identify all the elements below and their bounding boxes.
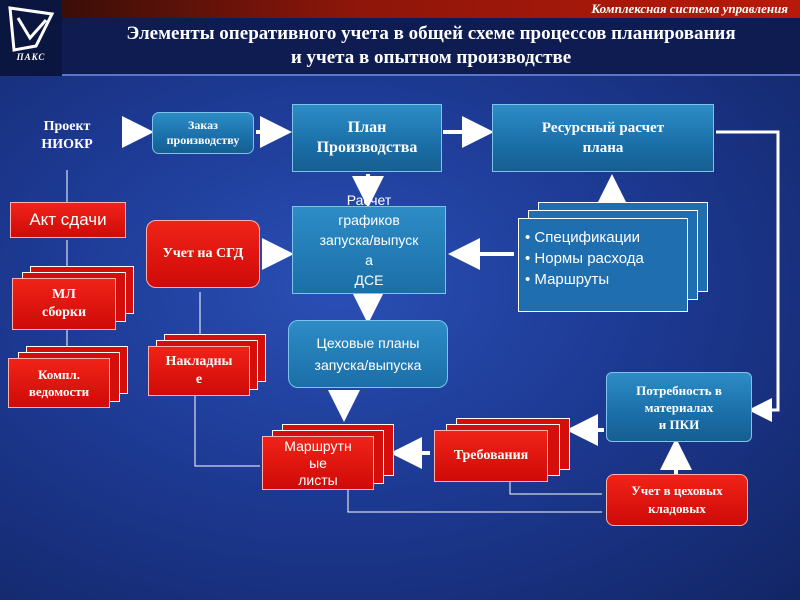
arrow-resource-to-need [716,130,780,422]
title-band [62,18,800,76]
top-strip [62,0,800,18]
treb-stack: Требования [434,430,548,482]
logo-text: ПАКС [16,52,46,62]
akt-box: Акт сдачи [10,202,126,238]
logo-icon [8,6,55,52]
specs-item: • Нормы расхода [525,250,644,267]
specs-item: • Спецификации [525,229,640,246]
title-line-1: Элементы оперативного учета в общей схем… [126,23,736,44]
route-stack: Маршрутн ые листы [262,436,374,490]
specs-item: • Маршруты [525,271,610,288]
schedule-text: Расчет графиков запуска/выпуск а ДСЕ [319,192,419,288]
line-route-to-nakl [194,390,260,467]
resource-box: Ресурсный расчет плана [492,104,714,172]
komp-stack: Компл. ведомости [8,358,110,408]
order-box: Заказ производству [152,112,254,154]
header: ПАКС Комплексная система управления Элем… [0,0,800,76]
system-name: Комплексная система управления [591,1,788,16]
page-title: Элементы оперативного учета в общей схем… [62,22,800,70]
stock-box: Учет в цеховых кладовых [606,474,748,526]
specs-stack: • Спецификации • Нормы расхода • Маршрут… [518,218,688,312]
schedule-box [292,206,446,294]
line-route-to-stock [347,490,602,513]
nakl-stack: Накладны е [148,346,250,396]
plan-box: План Производства [292,104,442,172]
sgd-box: Учет на СГД [146,220,260,288]
ml-stack: МЛ сборки [12,278,116,330]
need-box: Потребность в материалах и ПКИ [606,372,752,442]
logo-panel [0,0,62,76]
project-niokr: Проект НИОКР [41,119,93,152]
title-line-2: и учета в опытном производстве [290,47,572,68]
shop-plans-box: Цеховые планы запуска/выпуска [288,320,448,388]
